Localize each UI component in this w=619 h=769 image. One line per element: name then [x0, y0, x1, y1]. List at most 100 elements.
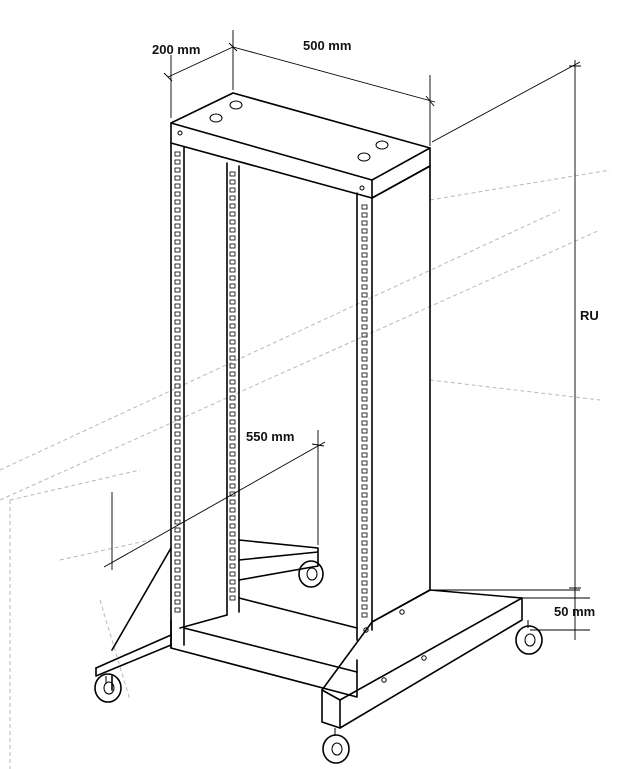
- rail-hole: [229, 179, 236, 185]
- rail-hole: [229, 315, 236, 321]
- rail-hole: [174, 351, 181, 357]
- rail-hole: [361, 300, 368, 306]
- rail-hole: [174, 359, 181, 365]
- rail-hole: [229, 307, 236, 313]
- rail-hole: [174, 375, 181, 381]
- rail-hole: [174, 159, 181, 165]
- rail-hole: [174, 599, 181, 605]
- rail-hole: [361, 276, 368, 282]
- width-dimension: 500 mm: [232, 38, 436, 146]
- rail-hole: [229, 467, 236, 473]
- rail-hole: [361, 492, 368, 498]
- rail-hole: [361, 604, 368, 610]
- rail-hole: [361, 428, 368, 434]
- bottom-frame: [170, 597, 358, 698]
- rail-hole: [229, 275, 236, 281]
- rail-hole: [361, 612, 368, 618]
- rail-hole: [229, 499, 236, 505]
- rail-hole: [361, 412, 368, 418]
- rail-hole: [361, 340, 368, 346]
- rail-hole: [174, 535, 181, 541]
- rail-hole: [361, 284, 368, 290]
- rail-hole: [229, 283, 236, 289]
- rail-hole: [361, 260, 368, 266]
- rail-hole: [361, 348, 368, 354]
- width-label: 500 mm: [303, 38, 351, 53]
- rail-hole: [174, 151, 181, 157]
- rail-hole: [174, 559, 181, 565]
- rail-hole: [174, 183, 181, 189]
- rail-hole: [229, 491, 236, 497]
- rail-hole: [174, 247, 181, 253]
- rail-hole: [229, 483, 236, 489]
- rail-hole: [174, 463, 181, 469]
- rail-hole: [174, 263, 181, 269]
- rail-hole: [361, 380, 368, 386]
- rail-hole: [229, 411, 236, 417]
- rail-hole: [174, 231, 181, 237]
- rail-hole: [229, 403, 236, 409]
- rail-hole: [174, 551, 181, 557]
- rail-hole: [174, 607, 181, 613]
- rail-hole: [229, 339, 236, 345]
- rail-hole: [229, 443, 236, 449]
- rail-hole: [361, 332, 368, 338]
- rail-hole: [229, 395, 236, 401]
- left-foot: [95, 547, 172, 691]
- rail-hole: [229, 379, 236, 385]
- rail-hole: [174, 383, 181, 389]
- rail-hole: [229, 347, 236, 353]
- rail-hole: [361, 420, 368, 426]
- rail-hole: [229, 227, 236, 233]
- rail-hole: [229, 419, 236, 425]
- rail-hole: [229, 363, 236, 369]
- rail-hole: [174, 279, 181, 285]
- rail-hole: [229, 187, 236, 193]
- rail-hole: [174, 255, 181, 261]
- rail-hole: [174, 575, 181, 581]
- rail-hole: [229, 531, 236, 537]
- rear-foot: [238, 539, 319, 581]
- caster-wheel-icon: [298, 560, 324, 588]
- rail-hole: [229, 427, 236, 433]
- rail-hole: [229, 507, 236, 513]
- rail-hole: [174, 215, 181, 221]
- rail-hole: [174, 519, 181, 525]
- rail-hole: [361, 500, 368, 506]
- rail-hole: [361, 220, 368, 226]
- caster-wheel-icon: [515, 620, 543, 655]
- rail-hole: [361, 244, 368, 250]
- rail-hole: [229, 459, 236, 465]
- front-left-rail: [170, 142, 185, 649]
- rail-hole: [174, 583, 181, 589]
- rail-hole: [174, 503, 181, 509]
- rail-hole: [229, 587, 236, 593]
- rail-hole: [361, 372, 368, 378]
- base-label: 50 mm: [554, 604, 595, 619]
- rail-hole: [174, 543, 181, 549]
- rail-hole: [174, 567, 181, 573]
- rail-hole: [229, 515, 236, 521]
- rail-hole: [174, 527, 181, 533]
- rail-hole: [229, 267, 236, 273]
- rail-hole: [174, 199, 181, 205]
- depth-dimension: 200 mm: [152, 30, 238, 118]
- rail-depth-label: 550 mm: [246, 429, 294, 444]
- rail-hole: [361, 404, 368, 410]
- rail-hole: [361, 444, 368, 450]
- rail-hole: [174, 487, 181, 493]
- rail-hole: [229, 251, 236, 257]
- rail-hole: [174, 327, 181, 333]
- rail-hole: [174, 271, 181, 277]
- rail-hole: [174, 319, 181, 325]
- rail-hole: [361, 516, 368, 522]
- rail-hole: [174, 175, 181, 181]
- rail-hole: [174, 167, 181, 173]
- dimension-arrow-icon: [311, 443, 325, 447]
- rail-hole: [361, 572, 368, 578]
- rail-hole: [361, 548, 368, 554]
- rail-hole: [229, 171, 236, 177]
- caster-wheel-icon: [94, 673, 122, 703]
- rail-hole: [174, 391, 181, 397]
- rail-hole: [229, 243, 236, 249]
